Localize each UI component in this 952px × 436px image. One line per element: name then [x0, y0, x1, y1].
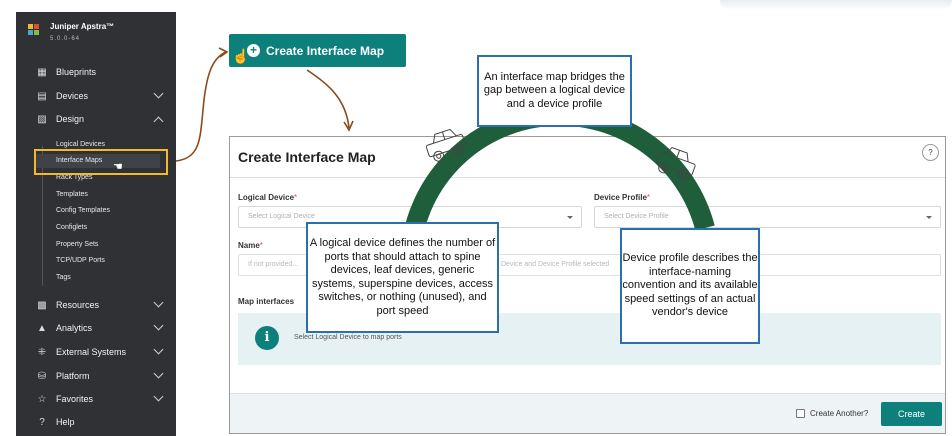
create-button[interactable]: Create	[881, 402, 942, 426]
create-interface-map-button[interactable]: + Create Interface Map	[229, 34, 406, 67]
subnav-configlets[interactable]: Configlets	[56, 224, 88, 231]
subnav-logical-devices[interactable]: Logical Devices	[56, 141, 106, 148]
nav-blueprints[interactable]: ▦ Blueprints	[16, 62, 176, 82]
resources-icon: ▩	[37, 299, 47, 311]
devices-icon: ▤	[37, 90, 47, 102]
subnav-interface-maps[interactable]: Interface Maps	[36, 154, 160, 168]
subnav-tags[interactable]: Tags	[56, 274, 71, 281]
modal-title: Create Interface Map	[238, 149, 376, 165]
sidebar: Juniper Apstra™ 5.0.0-64 ▦ Blueprints ▤ …	[16, 12, 176, 436]
create-interface-map-label: Create Interface Map	[266, 43, 385, 58]
nav-platform[interactable]: ⛁ Platform	[16, 366, 176, 386]
create-another-label: Create Another?	[810, 409, 869, 418]
nav-design[interactable]: ▨ Design	[16, 109, 176, 129]
nav-label: Favorites	[56, 394, 94, 404]
info-icon: i	[255, 326, 279, 350]
hand-cursor-icon: ☝	[232, 48, 250, 64]
nav-label: Analytics	[56, 323, 93, 333]
nav-label: Devices	[56, 91, 89, 101]
caret-down-icon	[567, 216, 573, 219]
design-icon: ▨	[37, 113, 47, 125]
top-shadow	[720, 0, 952, 10]
nav-label: Resources	[56, 300, 100, 310]
logical-device-placeholder: Select Logical Device	[248, 213, 315, 220]
nav-label: External Systems	[56, 347, 127, 357]
nav-label: Help	[56, 417, 75, 427]
nav-label: Platform	[56, 371, 90, 381]
callout-logical-device: A logical device defines the number of p…	[306, 222, 499, 333]
subnav-rack-types[interactable]: Rack Types	[56, 174, 93, 181]
help-icon: ?	[39, 416, 45, 428]
jeep-right-icon	[655, 146, 696, 181]
blueprints-icon: ▦	[37, 66, 47, 78]
device-profile-placeholder: Select Device Profile	[604, 213, 669, 220]
callout-device-profile: Device profile describes the interface-n…	[620, 228, 760, 344]
nav-label: Blueprints	[56, 67, 97, 77]
jeep-left-icon	[425, 128, 466, 162]
subnav-config-templates[interactable]: Config Templates	[56, 207, 110, 214]
external-systems-icon: ⁜	[37, 346, 47, 358]
device-profile-label: Device Profile*	[594, 193, 651, 202]
title-divider	[230, 177, 945, 178]
nav-analytics[interactable]: ▲ Analytics	[16, 318, 176, 338]
version: 5.0.0-64	[50, 36, 81, 42]
juniper-apstra-logo	[28, 24, 42, 38]
modal-footer: Create Another? Create	[230, 393, 945, 433]
brand-name: Juniper Apstra™	[50, 22, 115, 31]
analytics-icon: ▲	[37, 322, 47, 334]
nav-help[interactable]: ? Help	[16, 412, 176, 432]
nav-label: Design	[56, 114, 85, 124]
plus-circle-icon: +	[247, 44, 260, 57]
caret-down-icon	[926, 216, 932, 219]
name-label: Name*	[238, 241, 263, 250]
arrow-button-to-modal	[306, 69, 350, 129]
nav-resources[interactable]: ▩ Resources	[16, 295, 176, 315]
interface-maps-highlight	[34, 149, 168, 175]
arrow-sidebar-to-button	[175, 51, 227, 162]
brand: Juniper Apstra™ 5.0.0-64	[28, 22, 114, 42]
submenu-guide-line	[42, 146, 43, 286]
subnav-templates[interactable]: Templates	[56, 191, 88, 198]
nav-external-systems[interactable]: ⁜ External Systems	[16, 342, 176, 362]
nav-devices[interactable]: ▤ Devices	[16, 86, 176, 106]
callout-interface-map: An interface map bridges the gap between…	[477, 55, 632, 127]
subnav-tcp-udp-ports[interactable]: TCP/UDP Ports	[56, 257, 105, 264]
help-button[interactable]: ?	[922, 144, 939, 161]
pointer-hand-icon: ☚	[113, 161, 123, 173]
platform-icon: ⛁	[37, 370, 47, 382]
map-interfaces-label: Map interfaces	[238, 297, 295, 306]
name-input[interactable]: If not provided... Device and Device Pro…	[238, 254, 941, 276]
create-another-checkbox[interactable]	[796, 409, 805, 418]
star-icon: ☆	[37, 393, 47, 405]
device-profile-select[interactable]: Select Device Profile	[594, 206, 941, 228]
subnav-property-sets[interactable]: Property Sets	[56, 241, 99, 248]
name-placeholder-right: Device and Device Profile selected	[501, 261, 610, 268]
map-message: Select Logical Device to map ports	[294, 334, 402, 341]
logical-device-label: Logical Device*	[238, 193, 298, 202]
nav-favorites[interactable]: ☆ Favorites	[16, 389, 176, 409]
name-placeholder-left: If not provided...	[248, 261, 299, 268]
